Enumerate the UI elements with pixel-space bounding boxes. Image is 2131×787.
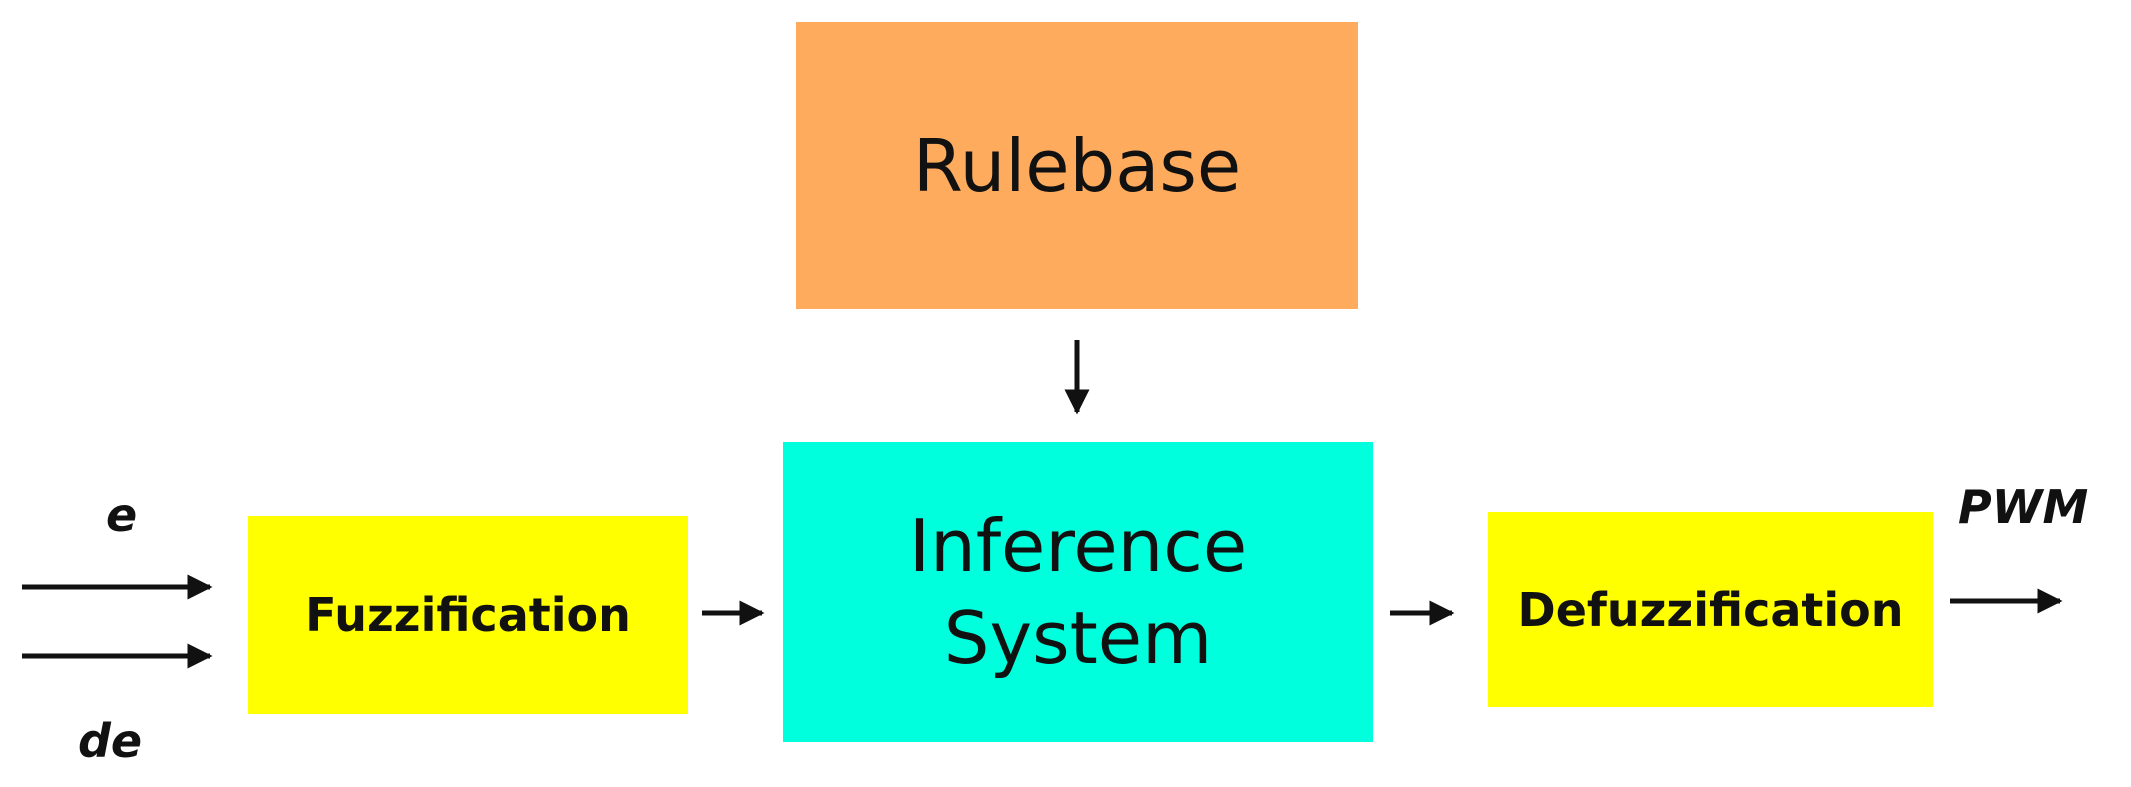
input-de-label: de: [78, 714, 143, 768]
rulebase-label: Rulebase: [912, 123, 1242, 208]
fuzzification-block: Fuzzification: [248, 516, 688, 714]
defuzzification-label: Defuzzification: [1517, 582, 1904, 637]
fuzzification-label: Fuzzification: [305, 588, 631, 642]
inference-label-line2: System: [943, 596, 1213, 680]
input-e-label: e: [106, 488, 138, 542]
output-pwm-label: PWM: [1958, 480, 2089, 534]
inference-system-block: Inference System: [783, 442, 1373, 742]
defuzzification-block: Defuzzification: [1488, 512, 1933, 707]
inference-label-line1: Inference: [908, 503, 1248, 588]
rulebase-block: Rulebase: [796, 22, 1358, 309]
